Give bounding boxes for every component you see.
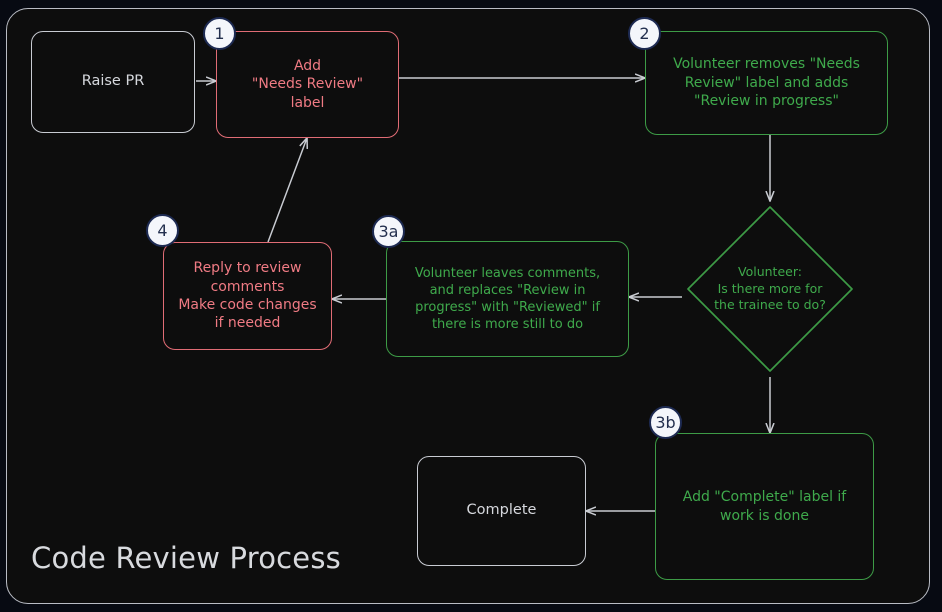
node-reply-to-review-label: Reply to review comments Make code chang…	[178, 260, 317, 332]
badge-step-3a[interactable]: 3a	[372, 215, 405, 248]
badge-step-1-text: 1	[214, 24, 225, 43]
node-volunteer-removes[interactable]: Volunteer removes "Needs Review" label a…	[645, 31, 888, 135]
node-volunteer-removes-label: Volunteer removes "Needs Review" label a…	[673, 56, 860, 110]
badge-step-3b[interactable]: 3b	[649, 406, 682, 439]
badge-step-3a-text: 3a	[378, 222, 399, 241]
node-add-needs-review[interactable]: Add "Needs Review" label	[216, 31, 399, 138]
badge-step-4[interactable]: 4	[146, 214, 179, 247]
badge-step-2[interactable]: 2	[628, 17, 661, 50]
badge-step-2-text: 2	[639, 24, 650, 43]
badge-step-4-text: 4	[157, 221, 168, 240]
node-complete-label: Complete	[466, 502, 537, 519]
badge-step-3b-text: 3b	[655, 413, 676, 432]
node-volunteer-leaves-comments[interactable]: Volunteer leaves comments, and replaces …	[386, 241, 629, 357]
node-decision-more-work[interactable]: Volunteer: Is there more for the trainee…	[684, 203, 856, 375]
node-raise-pr[interactable]: Raise PR	[31, 31, 195, 133]
badge-step-1[interactable]: 1	[203, 17, 236, 50]
node-reply-to-review[interactable]: Reply to review comments Make code chang…	[163, 242, 332, 350]
node-add-needs-review-label: Add "Needs Review" label	[251, 57, 364, 111]
diamond-shape	[687, 206, 853, 372]
node-complete[interactable]: Complete	[417, 456, 586, 566]
node-decision-more-work-label: Volunteer: Is there more for the trainee…	[714, 263, 826, 313]
node-add-complete-label[interactable]: Add "Complete" label if work is done	[655, 433, 874, 580]
node-volunteer-leaves-comments-label: Volunteer leaves comments, and replaces …	[414, 265, 601, 333]
node-raise-pr-label: Raise PR	[81, 73, 145, 90]
diagram-title: Code Review Process	[31, 541, 341, 575]
node-add-complete-label-label: Add "Complete" label if work is done	[682, 489, 847, 524]
